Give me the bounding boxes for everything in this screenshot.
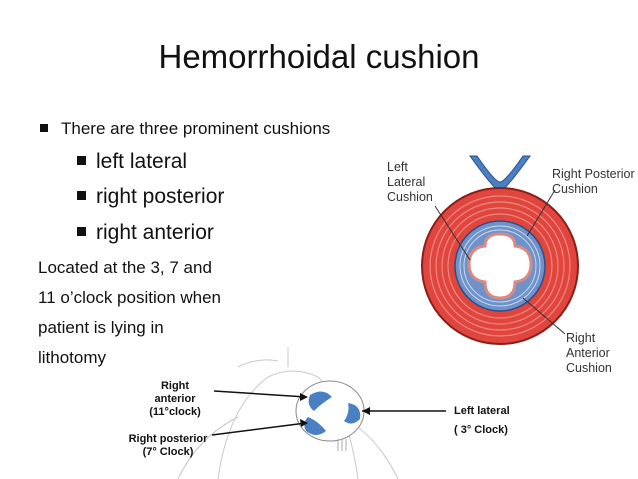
label-line: Right posterior bbox=[128, 433, 208, 445]
label-right-posterior-7-oclock: Right posterior (7° Clock) bbox=[118, 433, 218, 459]
label-left-lateral-cushion: Left Lateral Cushion bbox=[387, 160, 433, 205]
square-bullet-icon bbox=[77, 156, 86, 165]
label-line: Cushion bbox=[387, 190, 433, 204]
paragraph-line: Located at the 3, 7 and bbox=[38, 258, 212, 277]
anal-canal-cross-section bbox=[421, 155, 579, 345]
label-line: Left bbox=[387, 160, 408, 174]
sub-bullet-text: right anterior bbox=[96, 221, 214, 244]
square-bullet-icon bbox=[40, 124, 48, 132]
label-right-anterior-11-oclock: Right anterior (11°clock) bbox=[140, 380, 210, 419]
label-line: anterior bbox=[154, 393, 196, 405]
bullet-text: There are three prominent cushions bbox=[61, 119, 331, 138]
paragraph-line: 11 o’clock position when bbox=[38, 288, 222, 307]
label-right-posterior-cushion: Right Posterior Cushion bbox=[552, 167, 635, 197]
label-line: Right bbox=[566, 331, 596, 345]
sub-bullet-right-anterior: right anterior bbox=[77, 221, 214, 245]
label-line: Left lateral bbox=[454, 405, 510, 417]
square-bullet-icon bbox=[77, 227, 86, 236]
label-line: Anterior bbox=[566, 346, 610, 360]
sub-bullet-text: right posterior bbox=[96, 185, 225, 208]
square-bullet-icon bbox=[77, 191, 86, 200]
sub-bullet-text: left lateral bbox=[96, 150, 188, 173]
label-line: Cushion bbox=[566, 361, 612, 375]
sub-bullet-left-lateral: left lateral bbox=[77, 150, 187, 174]
label-line: (11°clock) bbox=[149, 406, 201, 418]
label-right-anterior-cushion: Right Anterior Cushion bbox=[566, 331, 612, 376]
slide-title: Hemorrhoidal cushion bbox=[158, 38, 480, 75]
label-line: (7° Clock) bbox=[142, 446, 194, 458]
label-line: Right bbox=[160, 380, 190, 392]
paragraph-line: lithotomy bbox=[38, 348, 107, 367]
label-line: ( 3° Clock) bbox=[454, 424, 508, 436]
lithotomy-position-diagram bbox=[118, 347, 458, 479]
bullet-main: There are three prominent cushions bbox=[40, 119, 330, 139]
label-left-lateral-3-oclock: Left lateral ( 3° Clock) bbox=[454, 405, 534, 437]
label-line: Right Posterior bbox=[552, 167, 635, 181]
paragraph-line: patient is lying in bbox=[38, 318, 164, 337]
label-line: Cushion bbox=[552, 182, 598, 196]
label-line: Lateral bbox=[387, 175, 426, 189]
sub-bullet-right-posterior: right posterior bbox=[77, 185, 224, 209]
